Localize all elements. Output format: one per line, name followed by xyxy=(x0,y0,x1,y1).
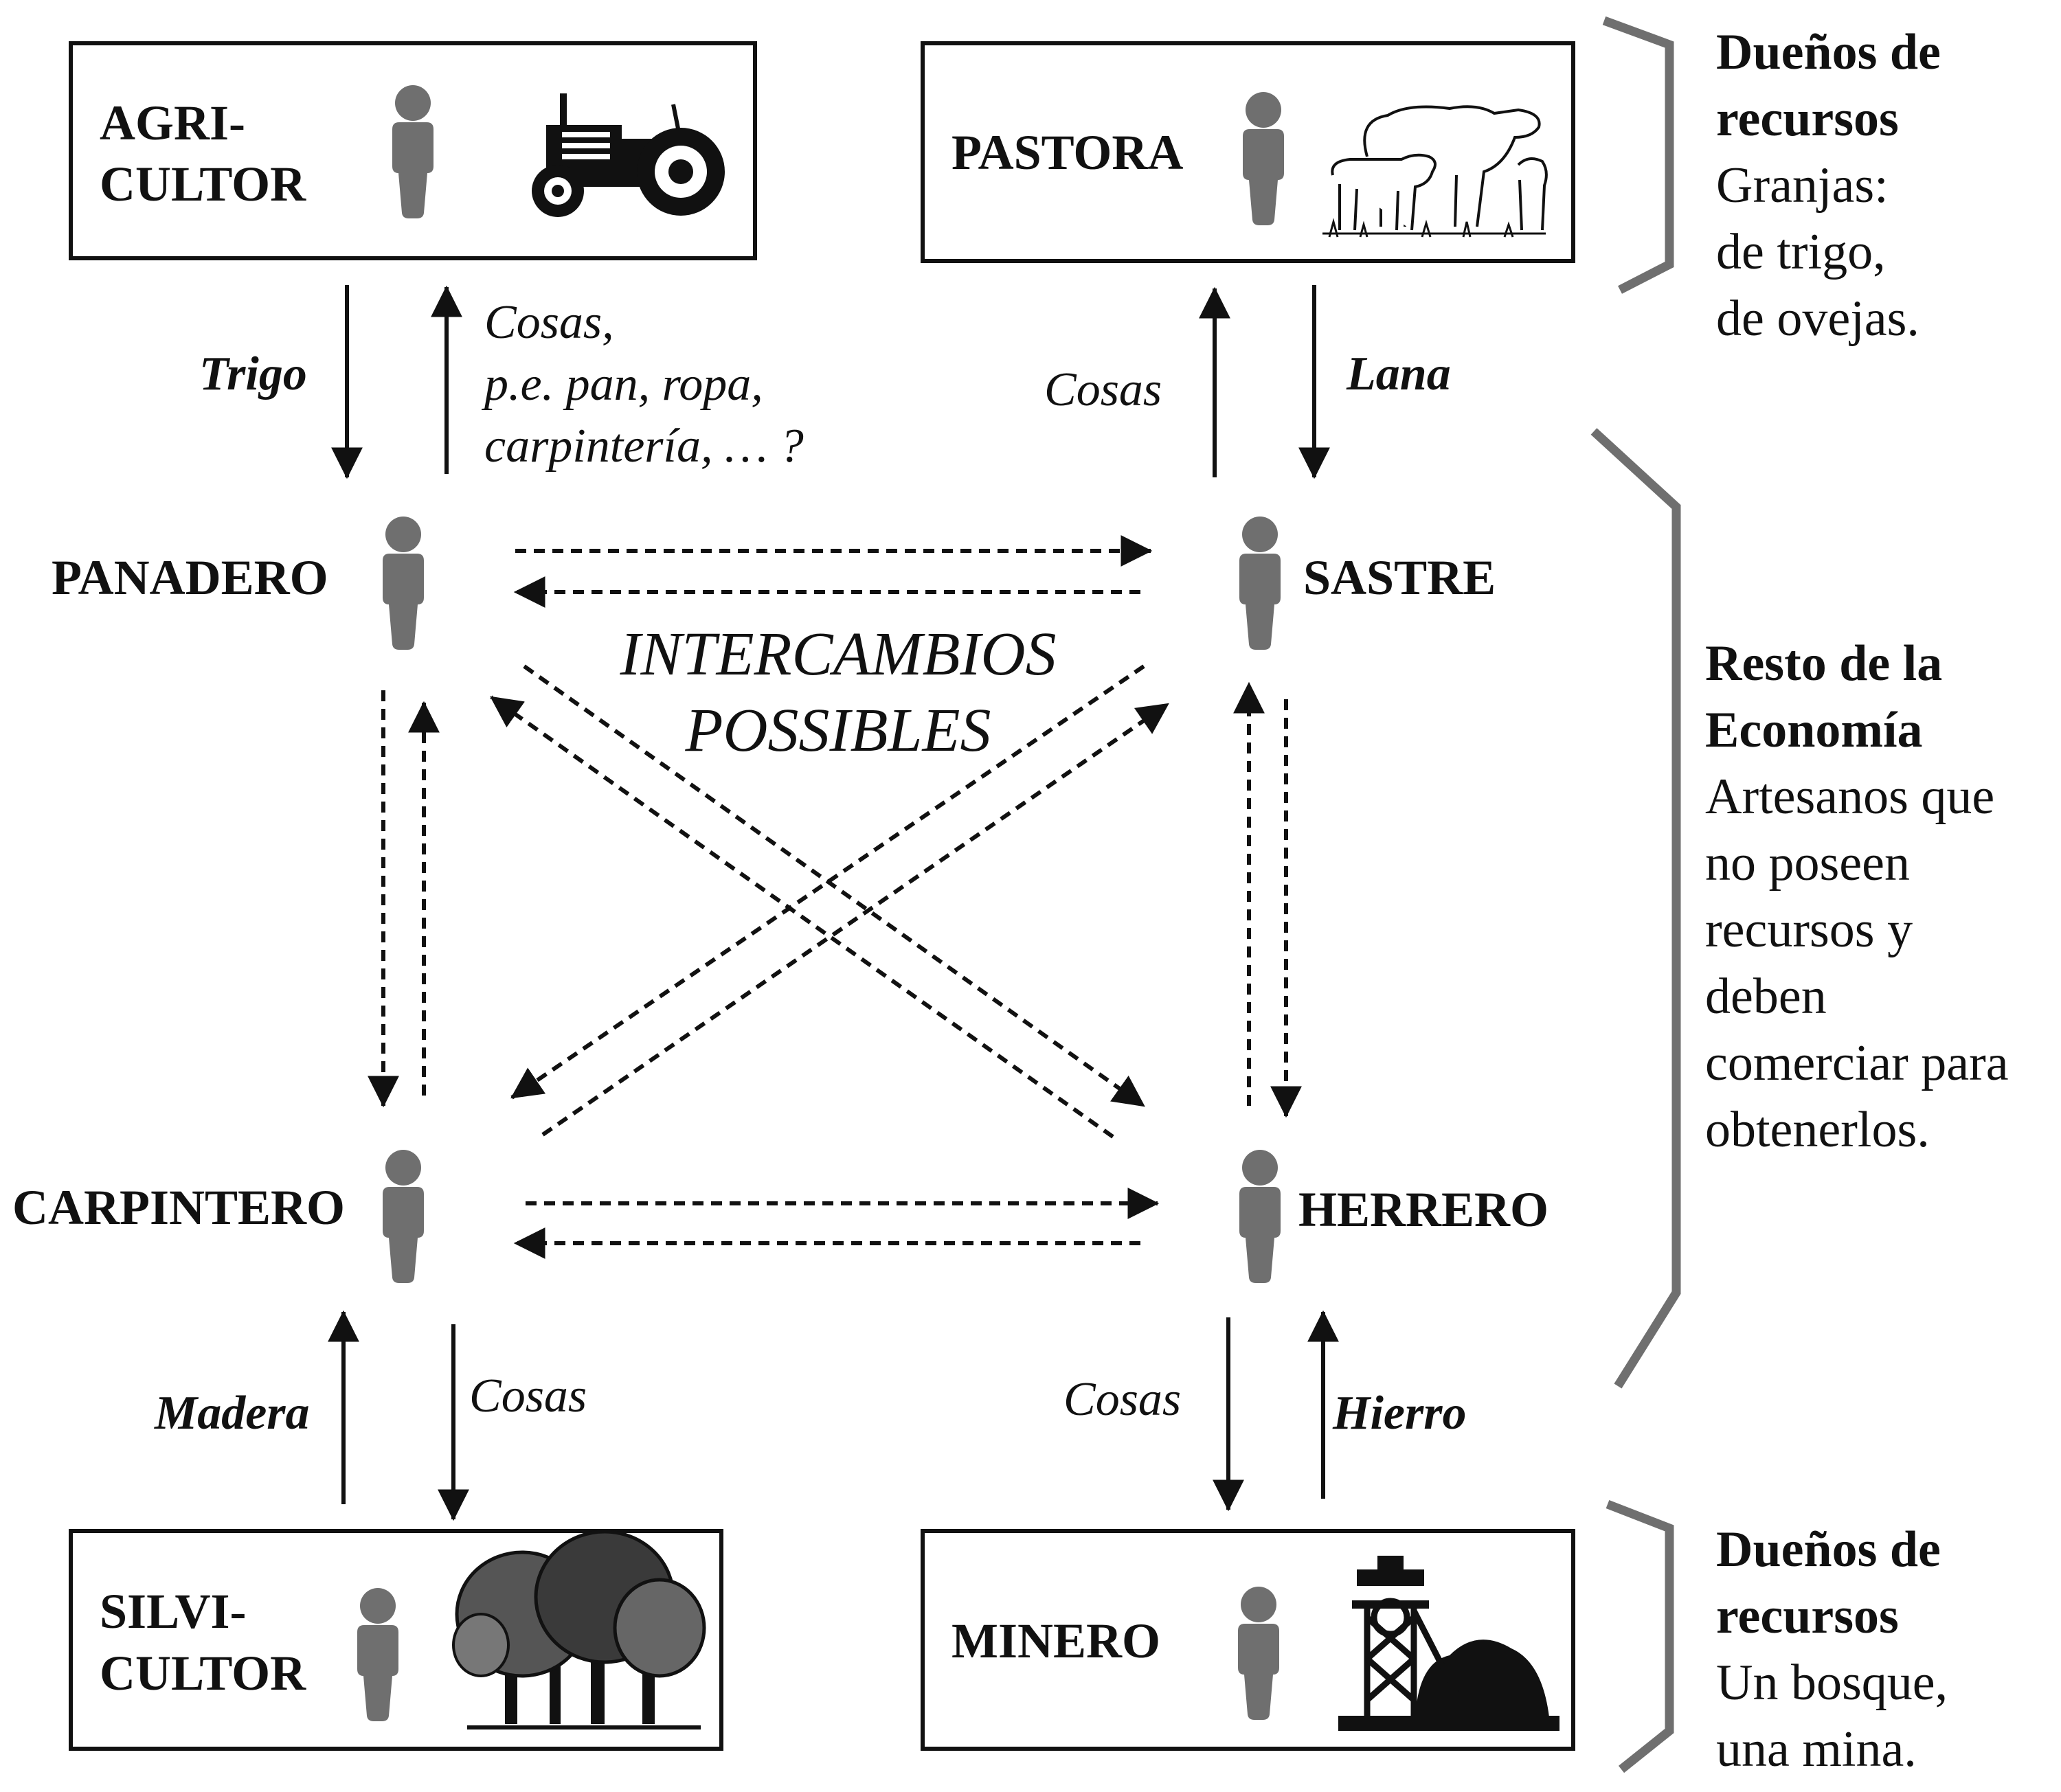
pastora-box: PASTORA xyxy=(921,41,1575,263)
lana-label: Lana xyxy=(1346,348,1451,400)
panadero-to-herrero-arrow xyxy=(523,664,1145,1108)
tractor-icon xyxy=(532,93,725,217)
panadero-label: PANADERO xyxy=(52,550,328,605)
cosas-silvicultor-label: Cosas xyxy=(469,1370,587,1422)
herrero-person-icon xyxy=(1239,1150,1281,1283)
sidebar-top-line3: de ovejas. xyxy=(1716,291,1919,347)
carpintero-to-sastre-arrow xyxy=(541,702,1169,1137)
herrero-node: HERRERO xyxy=(1239,1150,1548,1283)
carpintero-label: CARPINTERO xyxy=(12,1180,345,1235)
cosas-agricultor-label-line3: carpintería, … ? xyxy=(484,420,804,473)
sidebar-bottom-heading-line2: recursos xyxy=(1716,1588,1899,1644)
sidebar-bottom-heading-line1: Dueños de xyxy=(1716,1521,1941,1578)
silvicultor-box: SILVI- CULTOR xyxy=(69,1529,723,1751)
hierro-label: Hierro xyxy=(1332,1387,1466,1440)
panadero-node: PANADERO xyxy=(52,517,424,650)
silvicultor-label-line1: SILVI- xyxy=(100,1584,246,1639)
sheep-icon xyxy=(1322,105,1548,238)
madera-label: Madera xyxy=(154,1387,310,1440)
sidebar-middle-line1: Artesanos que xyxy=(1705,769,1994,825)
dashed-exchange-arrows xyxy=(368,535,1302,1259)
cosas-agricultor-label-line2: p.e. pan, ropa, xyxy=(481,358,763,411)
center-caption-line2: POSSIBLES xyxy=(685,696,991,764)
sastre-person-icon xyxy=(1239,517,1281,650)
sidebar-middle-line5: comerciar para xyxy=(1705,1035,2009,1091)
panadero-person-icon xyxy=(383,517,424,650)
sidebar-bottom: Dueños de recursos Un bosque, una mina. xyxy=(1716,1521,1948,1778)
herrero-to-panadero-arrow xyxy=(490,695,1114,1139)
sidebar-middle: Resto de la Economía Artesanos que no po… xyxy=(1705,635,2009,1158)
minero-label: MINERO xyxy=(951,1613,1160,1668)
sidebar-middle-line6: obtenerlos. xyxy=(1705,1102,1930,1158)
bottom-bracket xyxy=(1606,1499,1674,1773)
agricultor-box: AGRI- CULTOR xyxy=(69,41,757,260)
sidebar-bottom-line1: Un bosque, xyxy=(1716,1655,1948,1711)
cosas-pastora-label: Cosas xyxy=(1044,363,1162,416)
silvicultor-label-line2: CULTOR xyxy=(100,1646,306,1701)
trees-icon xyxy=(452,1530,706,1729)
sidebar-top-line1: Granjas: xyxy=(1716,157,1889,214)
minero-box: MINERO xyxy=(921,1529,1575,1751)
middle-bracket xyxy=(1590,428,1681,1389)
sidebar-top-heading-line1: Dueños de xyxy=(1716,24,1941,80)
sidebar-middle-line2: no poseen xyxy=(1705,835,1910,892)
sidebar-middle-line4: deben xyxy=(1705,968,1827,1025)
agricultor-label-line1: AGRI- xyxy=(100,95,245,150)
carpintero-person-icon xyxy=(383,1150,424,1283)
cosas-agricultor-label-line1: Cosas, xyxy=(484,296,614,349)
sastre-to-carpintero-arrow xyxy=(510,664,1145,1100)
sidebar-middle-heading-line2: Economía xyxy=(1705,702,1923,758)
sastre-node: SASTRE xyxy=(1239,517,1496,650)
sidebar-bottom-line2: una mina. xyxy=(1716,1721,1917,1778)
sidebar-top-line2: de trigo, xyxy=(1716,224,1886,280)
pastora-label: PASTORA xyxy=(951,125,1183,180)
sastre-label: SASTRE xyxy=(1303,550,1496,605)
mine-headframe-icon xyxy=(1338,1556,1559,1731)
solid-flow-arrows xyxy=(328,285,1339,1521)
agricultor-label-line2: CULTOR xyxy=(100,157,306,212)
sidebar-middle-heading-line1: Resto de la xyxy=(1705,635,1942,692)
trigo-label: Trigo xyxy=(199,348,307,400)
herrero-label: HERRERO xyxy=(1298,1182,1548,1237)
sidebar-middle-line3: recursos y xyxy=(1705,902,1913,958)
carpintero-node: CARPINTERO xyxy=(12,1150,424,1283)
center-caption-line1: INTERCAMBIOS xyxy=(620,620,1057,688)
cosas-minero-label: Cosas xyxy=(1063,1373,1181,1426)
sidebar-top-heading-line2: recursos xyxy=(1716,91,1899,147)
top-bracket xyxy=(1602,16,1674,294)
sidebar-top: Dueños de recursos Granjas: de trigo, de… xyxy=(1716,24,1941,347)
